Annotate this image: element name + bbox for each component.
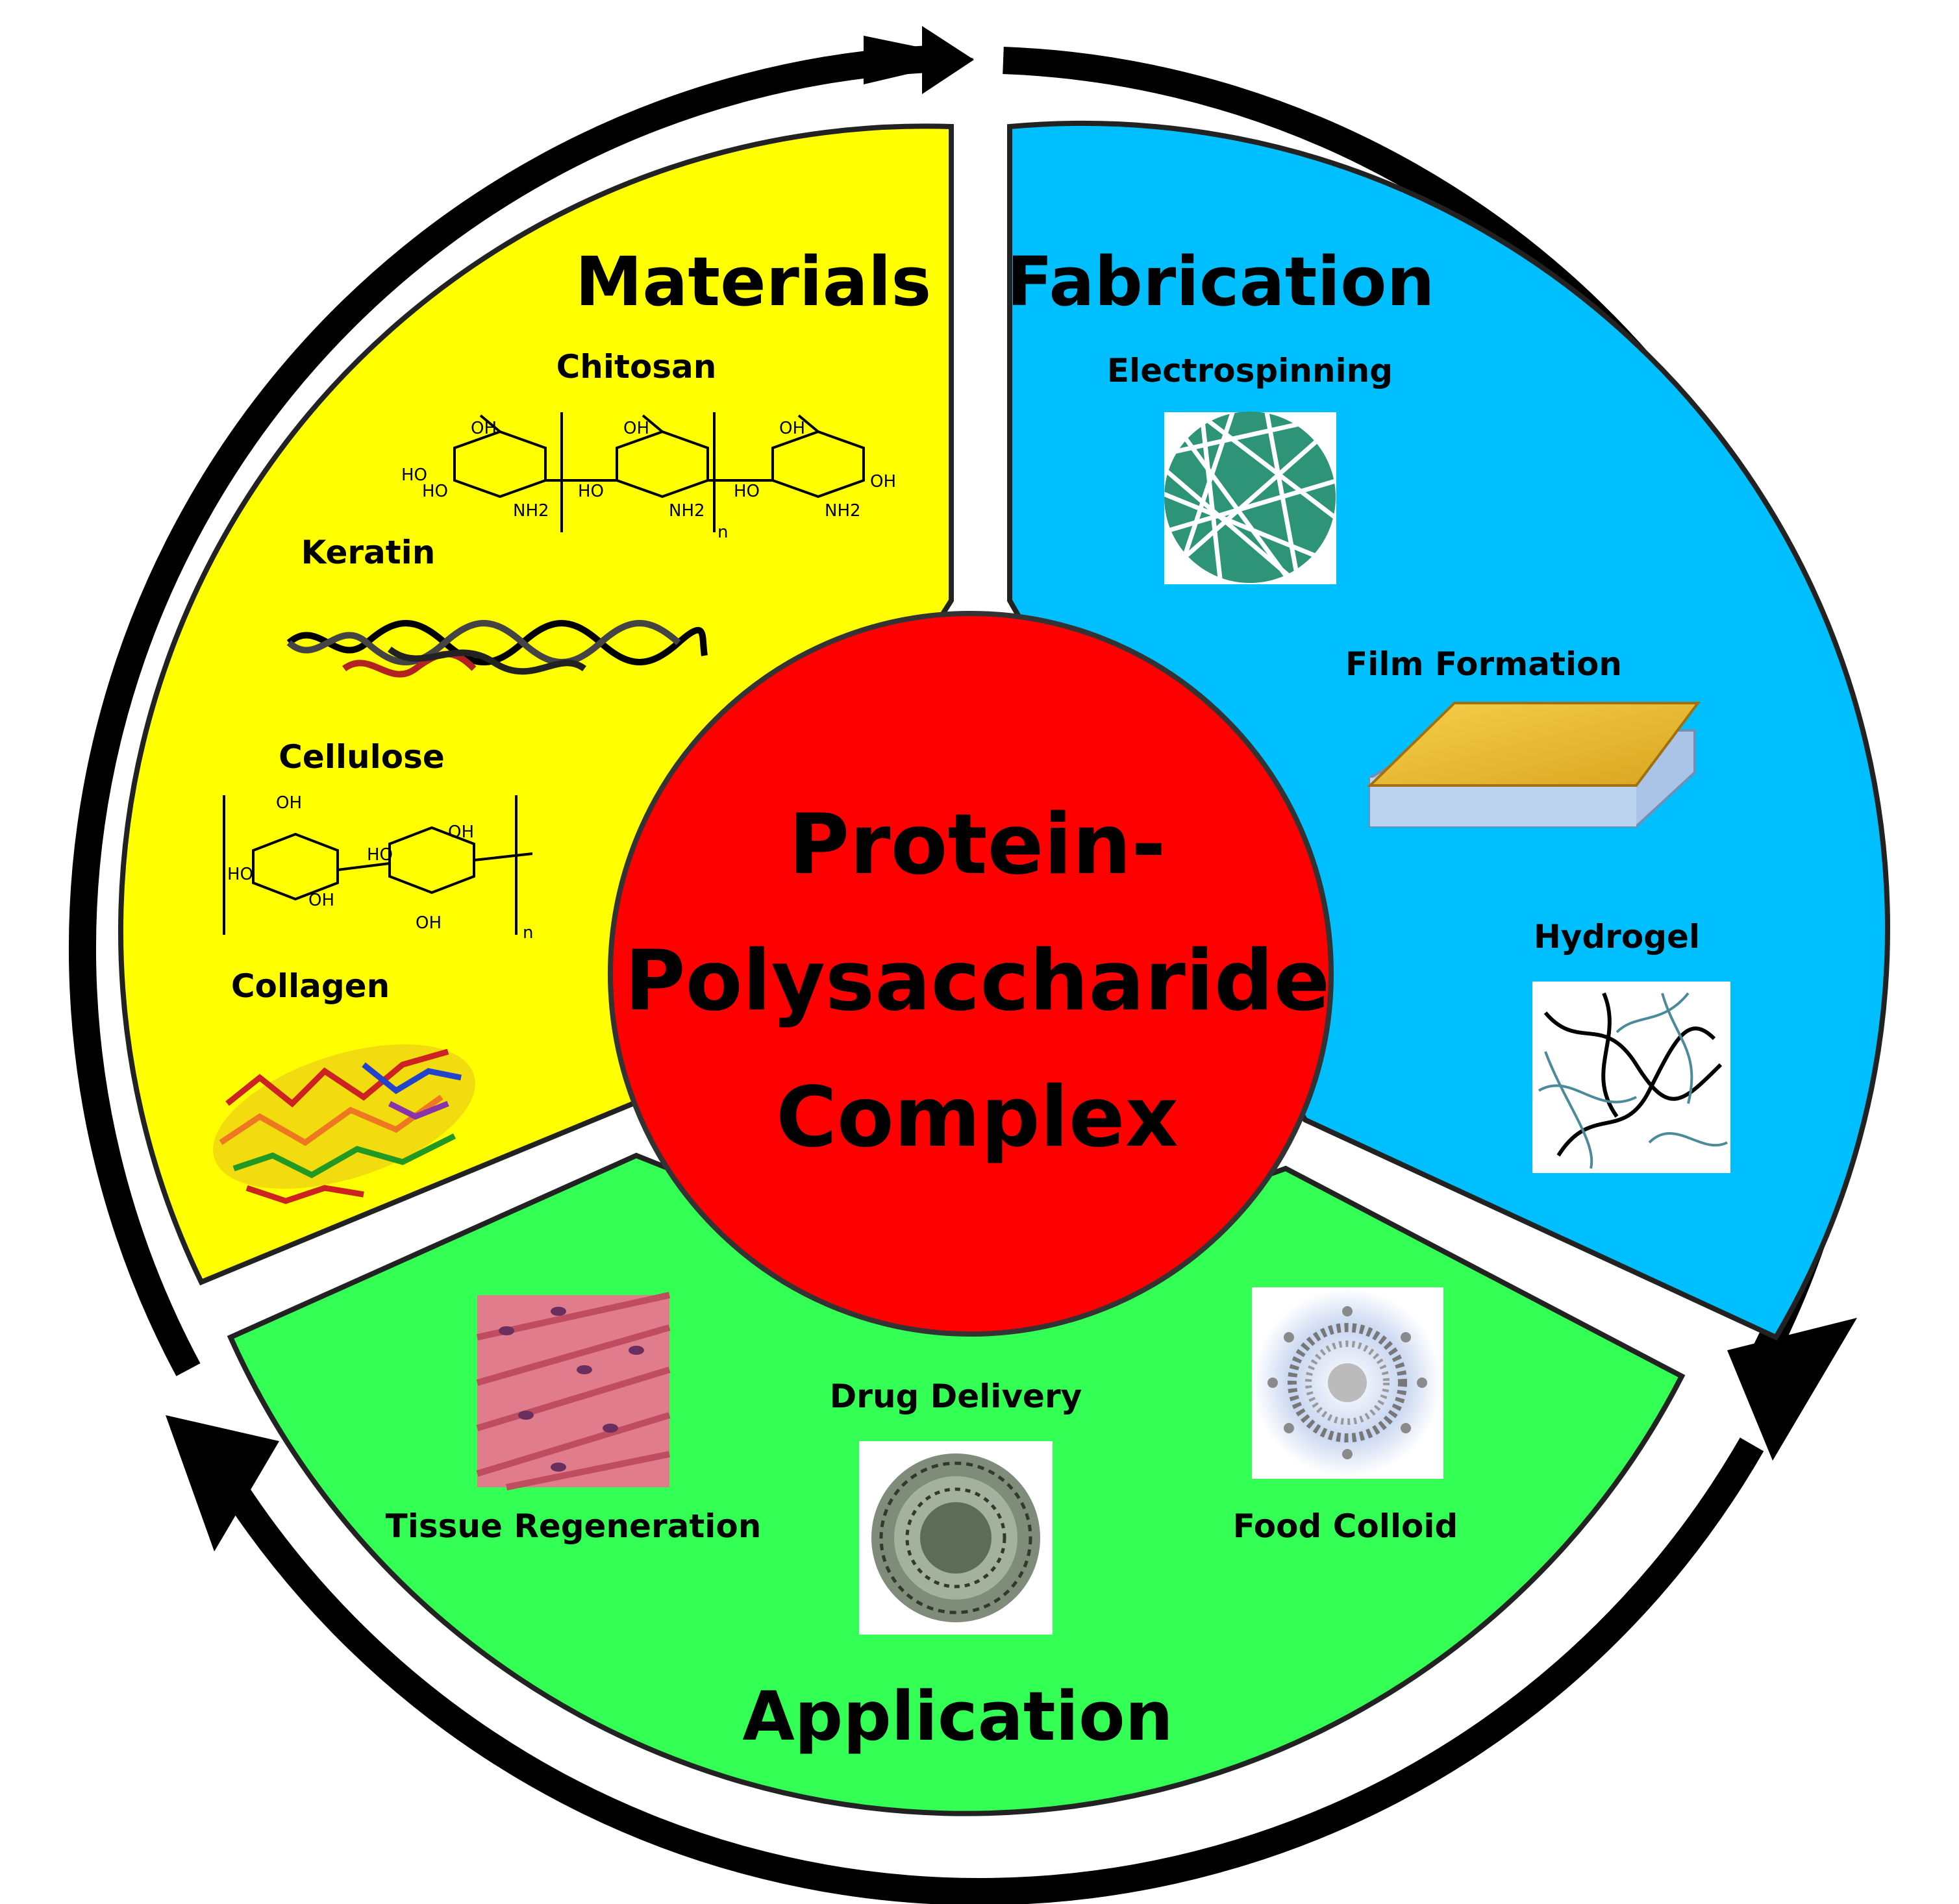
cellulose-structure-icon bbox=[223, 795, 533, 935]
chem-ho: HO bbox=[734, 482, 760, 501]
chem-oh: OH bbox=[416, 913, 442, 933]
drug-delivery-label: Drug Delivery bbox=[830, 1378, 1082, 1415]
cycle-arrow-icon bbox=[68, 45, 945, 1376]
chem-oh: OH bbox=[448, 822, 474, 842]
colloid-icon bbox=[1252, 1287, 1443, 1479]
electrospinning-fiber-icon bbox=[1164, 412, 1336, 584]
arrow-head-left bbox=[166, 1415, 279, 1552]
keratin-helix-icon bbox=[286, 620, 708, 678]
chem-ho: HO bbox=[227, 865, 253, 884]
electrospinning-label: Electrospinning bbox=[1107, 352, 1393, 389]
chem-nh2: NH2 bbox=[513, 501, 549, 521]
chem-oh: OH bbox=[471, 419, 497, 438]
cycle-arrow-icon bbox=[208, 1437, 1764, 1904]
tissue-image-icon bbox=[476, 1292, 671, 1490]
arrow-head-right bbox=[1727, 1318, 1857, 1461]
chem-nh2: NH2 bbox=[825, 501, 861, 521]
materials-title: Materials bbox=[575, 242, 932, 321]
chem-n: n bbox=[523, 923, 533, 943]
chem-ho: HO bbox=[367, 845, 393, 865]
film-layer-icon bbox=[1367, 702, 1701, 828]
hydrogel-network-icon bbox=[1532, 982, 1730, 1173]
chem-oh: OH bbox=[623, 419, 649, 438]
keratin-label: Keratin bbox=[301, 534, 436, 571]
center-circle bbox=[608, 611, 1334, 1337]
chem-oh: OH bbox=[779, 419, 805, 438]
materials-sector bbox=[118, 123, 954, 1286]
center-line-2: Polysaccharide bbox=[625, 933, 1330, 1030]
chem-oh: OH bbox=[308, 891, 334, 910]
chem-n: n bbox=[717, 523, 728, 542]
collagen-molecule-icon bbox=[213, 1044, 475, 1204]
chem-oh: OH bbox=[870, 472, 896, 491]
collagen-label: Collagen bbox=[231, 967, 390, 1005]
tissue-regeneration-label: Tissue Regeneration bbox=[386, 1507, 762, 1545]
film-formation-label: Film Formation bbox=[1345, 645, 1622, 683]
center-line-3: Complex bbox=[776, 1069, 1179, 1166]
chem-nh2: NH2 bbox=[669, 501, 705, 521]
micelle-icon bbox=[859, 1441, 1053, 1635]
chem-ho: HO bbox=[401, 465, 427, 485]
arrow-head-top bbox=[864, 36, 974, 84]
hydrogel-label: Hydrogel bbox=[1534, 918, 1700, 956]
chitosan-structure-icon bbox=[453, 412, 865, 532]
arrow-head-top-tip bbox=[922, 26, 974, 94]
chem-ho: HO bbox=[422, 482, 448, 501]
fabrication-title: Fabrication bbox=[1006, 242, 1434, 321]
chitosan-label: Chitosan bbox=[556, 348, 717, 386]
cellulose-label: Cellulose bbox=[279, 738, 445, 776]
cellulose-text: OH HO OH HO OH OH n bbox=[227, 793, 533, 943]
chitosan-text: OH HO HO NH2 OH HO NH2 OH HO NH2 OH n bbox=[401, 419, 896, 542]
arrow-heads bbox=[166, 26, 1857, 1552]
application-title: Application bbox=[742, 1677, 1173, 1756]
chem-ho: HO bbox=[578, 482, 604, 501]
center-line-1: Protein- bbox=[789, 797, 1166, 893]
food-colloid-label: Food Colloid bbox=[1233, 1507, 1458, 1545]
chem-oh: OH bbox=[276, 793, 302, 813]
